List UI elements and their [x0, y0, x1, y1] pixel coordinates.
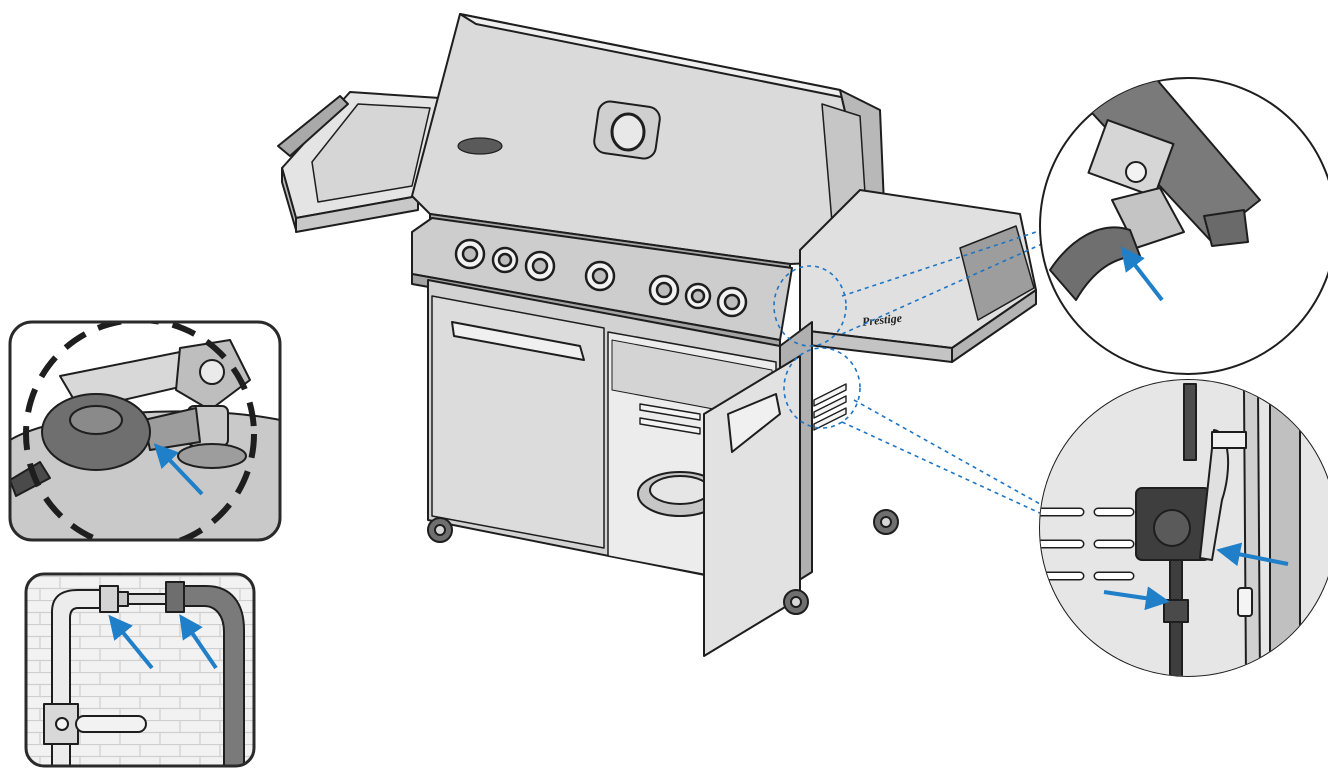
caster-wheels [427, 509, 899, 615]
left-side-shelf [277, 91, 441, 233]
control-knobs [454, 238, 748, 318]
dashed-callout-circle [23, 322, 257, 540]
blue-arrow-icon [1103, 586, 1170, 611]
detail-wall-gas-line [24, 572, 256, 768]
blue-arrow-icon [108, 614, 154, 670]
callout-indicators [773, 229, 1043, 515]
blue-arrow-icon [1120, 246, 1164, 302]
detail-hose-inlet [1039, 77, 1328, 375]
detail-tank-regulator [8, 320, 282, 542]
detail-regulator-mount [1039, 379, 1328, 677]
cart-cabinet [427, 279, 847, 657]
grill: Prestige [277, 13, 1037, 657]
blue-arrow-icon [153, 443, 204, 496]
cabinet-vents [639, 383, 847, 435]
right-side-shelf: Prestige [799, 189, 1037, 363]
blue-arrow-icon [179, 614, 218, 670]
callout-circle-regulator-mount [783, 347, 861, 429]
callout-circle-hose-inlet [773, 265, 847, 347]
brand-wordmark: Prestige [861, 311, 903, 329]
blue-arrow-icon [1216, 542, 1289, 567]
